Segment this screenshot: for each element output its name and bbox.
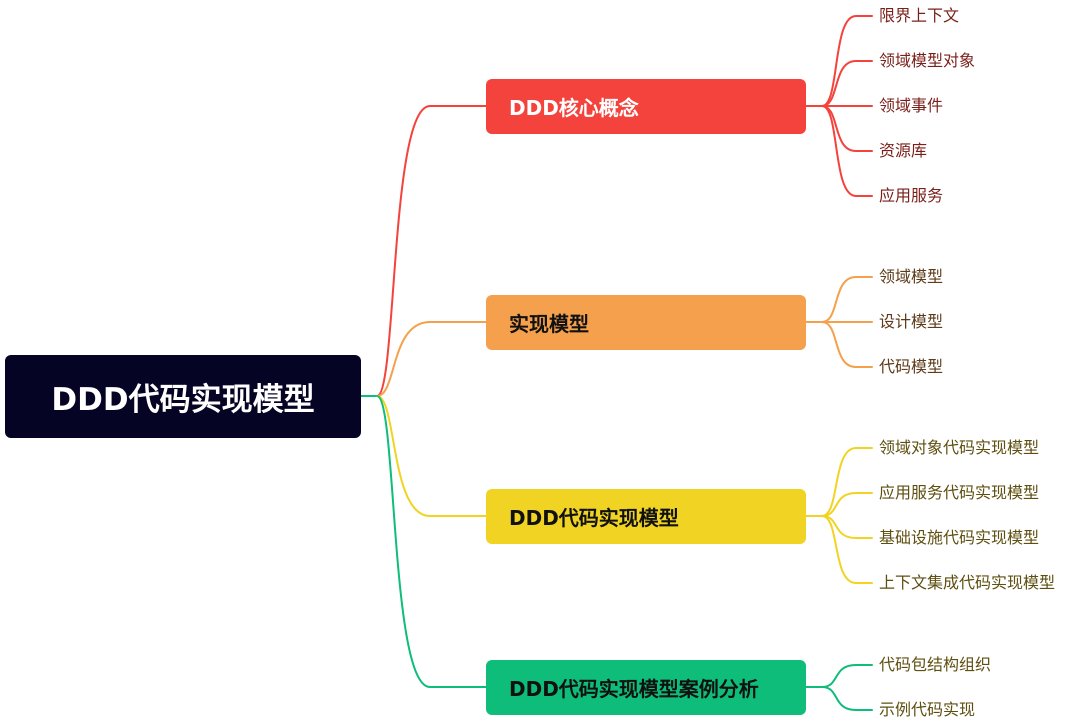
root-node[interactable]: DDD代码实现模型: [5, 355, 361, 438]
branch-label: 实现模型: [509, 312, 589, 336]
leaf-bounded-context[interactable]: 限界上下文: [879, 6, 960, 25]
leaf-infrastructure-code-model[interactable]: 基础设施代码实现模型: [879, 528, 1040, 547]
branch-connector-0: [376, 105, 487, 397]
branch-node-ddd-code-model[interactable]: DDD代码实现模型: [486, 489, 806, 544]
branch-node-implementation-model[interactable]: 实现模型: [486, 295, 806, 350]
leaf-sample-code[interactable]: 示例代码实现: [879, 700, 976, 719]
leaf-repository[interactable]: 资源库: [879, 141, 928, 160]
leaf-connector-3-0: [821, 664, 873, 688]
leaf-connector-2-3: [821, 515, 873, 584]
leaf-connector-2-1: [821, 492, 873, 517]
leaf-application-service[interactable]: 应用服务: [879, 186, 944, 205]
leaf-connector-1-2: [821, 321, 873, 368]
branch-node-ddd-core-concepts[interactable]: DDD核心概念: [486, 79, 806, 134]
leaf-design-model[interactable]: 设计模型: [879, 312, 944, 331]
leaf-domain-model-object[interactable]: 领域模型对象: [879, 51, 976, 70]
leaf-domain-model[interactable]: 领域模型: [879, 267, 944, 286]
leaf-domain-event[interactable]: 领域事件: [879, 96, 944, 115]
branch-node-case-analysis[interactable]: DDD代码实现模型案例分析: [486, 660, 806, 715]
leaf-connector-0-4: [821, 105, 873, 197]
leaf-connector-2-0: [821, 447, 873, 517]
root-label: DDD代码实现模型: [51, 382, 315, 418]
leaf-context-integration-code-model[interactable]: 上下文集成代码实现模型: [879, 573, 1056, 592]
leaf-connector-0-0: [821, 15, 873, 107]
branch-label: DDD核心概念: [509, 96, 639, 120]
branch-connector-3: [376, 395, 487, 688]
leaf-connector-3-1: [821, 686, 873, 711]
branch-connector-2: [376, 395, 487, 517]
leaf-connector-2-2: [821, 515, 873, 539]
leaf-package-structure[interactable]: 代码包结构组织: [879, 655, 992, 674]
leaf-connector-0-1: [821, 60, 873, 107]
branch-connector-1: [376, 321, 487, 397]
leaf-code-model[interactable]: 代码模型: [879, 357, 944, 376]
branch-label: DDD代码实现模型: [509, 506, 679, 530]
leaf-connector-1-0: [821, 276, 873, 323]
branch-label: DDD代码实现模型案例分析: [509, 677, 759, 701]
leaf-app-service-code-model[interactable]: 应用服务代码实现模型: [879, 483, 1040, 502]
leaf-domain-object-code-model[interactable]: 领域对象代码实现模型: [879, 438, 1040, 457]
